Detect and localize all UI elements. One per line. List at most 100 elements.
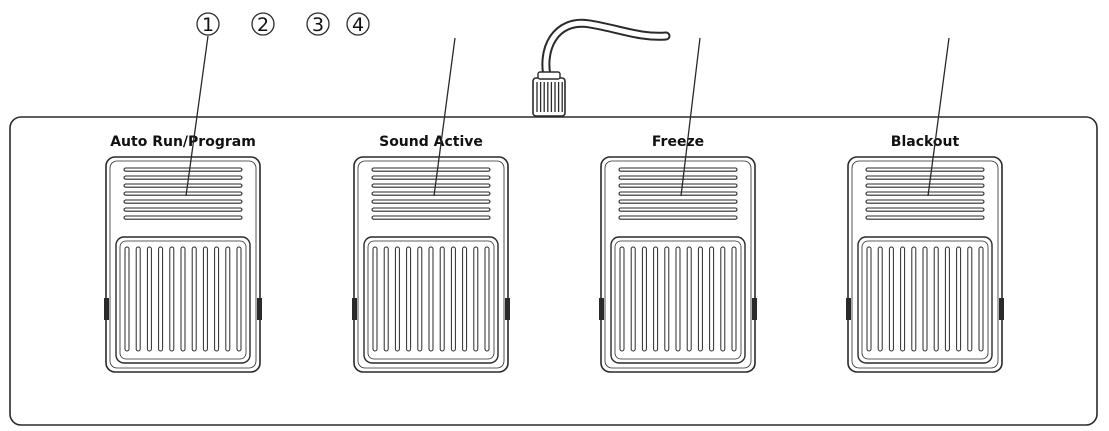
pedal-housing-inner xyxy=(357,160,505,369)
pedal-groove xyxy=(709,246,715,352)
pedal-slot-horizontal xyxy=(123,191,243,196)
leader-line-4 xyxy=(927,37,950,197)
pedal-slot-horizontal xyxy=(371,183,491,188)
pedal-groove xyxy=(653,246,659,352)
pedal-hinge-right xyxy=(752,298,757,320)
pedal-groove xyxy=(675,246,681,352)
pedal-groove xyxy=(383,246,389,352)
callout-number: 1 xyxy=(202,14,214,36)
connector-body xyxy=(532,77,566,117)
pedal-hinge-left xyxy=(104,298,109,320)
pedal-groove xyxy=(866,246,872,352)
callout-number: 3 xyxy=(312,14,324,36)
pedal-groove xyxy=(191,246,197,352)
pedal-housing-inner xyxy=(851,160,999,369)
pedal-groove xyxy=(406,246,412,352)
pedal-slot-horizontal xyxy=(865,199,985,204)
pedal-pad xyxy=(363,236,499,364)
pedal-groove xyxy=(428,246,434,352)
pedal-groove xyxy=(944,246,950,352)
callout-4: 4 xyxy=(346,12,370,36)
pedal-slot-horizontal xyxy=(371,175,491,180)
pedal-slot-horizontal xyxy=(618,167,738,172)
pedal-groove xyxy=(619,246,625,352)
pedal-groove xyxy=(146,246,152,352)
pedal-slot-horizontal xyxy=(123,183,243,188)
pedal-groove xyxy=(664,246,670,352)
pedal-slot-horizontal xyxy=(618,175,738,180)
callout-2: 2 xyxy=(251,12,275,36)
pedal-groove xyxy=(169,246,175,352)
pedal-label: Freeze xyxy=(652,134,704,150)
pedal-groove xyxy=(394,246,400,352)
pedal-groove xyxy=(473,246,479,352)
pedal-housing-inner xyxy=(109,160,257,369)
pedal-groove xyxy=(450,246,456,352)
pedal-slot-horizontal xyxy=(618,183,738,188)
pedal-pad xyxy=(610,236,746,364)
pedal-pad-inner xyxy=(861,240,989,360)
connector-nut xyxy=(532,71,566,117)
pedal-slot-horizontal xyxy=(865,191,985,196)
pedal-4: Blackout xyxy=(846,134,1004,373)
leader-line-2 xyxy=(433,37,456,197)
pedal-groove xyxy=(630,246,636,352)
pedal-slot-horizontal xyxy=(123,215,243,220)
pedal-slot-horizontal xyxy=(371,207,491,212)
pedal-groove xyxy=(439,246,445,352)
controller-body xyxy=(9,116,1098,426)
callout-circle xyxy=(251,12,275,36)
pedal-pad xyxy=(857,236,993,364)
leader-line-3 xyxy=(680,37,701,197)
pedal-groove xyxy=(978,246,984,352)
pedal-slot-horizontal xyxy=(865,167,985,172)
pedal-groove xyxy=(236,246,242,352)
connector-neck xyxy=(537,71,561,80)
pedal-slot-horizontal xyxy=(371,215,491,220)
callout-3: 3 xyxy=(306,12,330,36)
pedal-groove xyxy=(933,246,939,352)
pedal-1: Auto Run/Program xyxy=(104,134,262,373)
pedal-pad-inner xyxy=(614,240,742,360)
pedal-slot-horizontal xyxy=(371,199,491,204)
pedal-groove xyxy=(922,246,928,352)
pedal-pad xyxy=(115,236,251,364)
pedal-slot-horizontal xyxy=(123,175,243,180)
pedal-slot-horizontal xyxy=(123,207,243,212)
pedal-groove xyxy=(202,246,208,352)
pedal-groove xyxy=(686,246,692,352)
callout-number: 4 xyxy=(352,14,364,36)
pedal-groove xyxy=(956,246,962,352)
pedal-groove xyxy=(372,246,378,352)
pedal-groove xyxy=(967,246,973,352)
pedal-slot-horizontal xyxy=(865,183,985,188)
pedal-2: Sound Active xyxy=(352,134,510,373)
pedal-pad-inner xyxy=(367,240,495,360)
pedal-label: Blackout xyxy=(891,134,960,150)
pedal-housing-inner xyxy=(604,160,752,369)
pedal-hinge-right xyxy=(999,298,1004,320)
pedal-groove xyxy=(225,246,231,352)
pedal-slot-horizontal xyxy=(618,215,738,220)
pedal-groove xyxy=(900,246,906,352)
callout-circle xyxy=(306,12,330,36)
cable-inner xyxy=(543,20,669,83)
pedal-slot-horizontal xyxy=(865,207,985,212)
pedal-slot-horizontal xyxy=(618,207,738,212)
callout-number: 2 xyxy=(257,14,269,36)
callout-circle xyxy=(346,12,370,36)
pedal-groove xyxy=(720,246,726,352)
pedal-groove xyxy=(888,246,894,352)
pedal-label: Auto Run/Program xyxy=(110,134,256,150)
pedal-groove xyxy=(731,246,737,352)
pedal-groove xyxy=(697,246,703,352)
pedal-groove xyxy=(180,246,186,352)
pedal-slot-horizontal xyxy=(618,191,738,196)
pedal-label: Sound Active xyxy=(379,134,483,150)
cable xyxy=(541,18,671,85)
pedal-slot-horizontal xyxy=(123,167,243,172)
pedal-pad-inner xyxy=(119,240,247,360)
pedal-groove xyxy=(462,246,468,352)
leader-line-1 xyxy=(185,35,209,197)
